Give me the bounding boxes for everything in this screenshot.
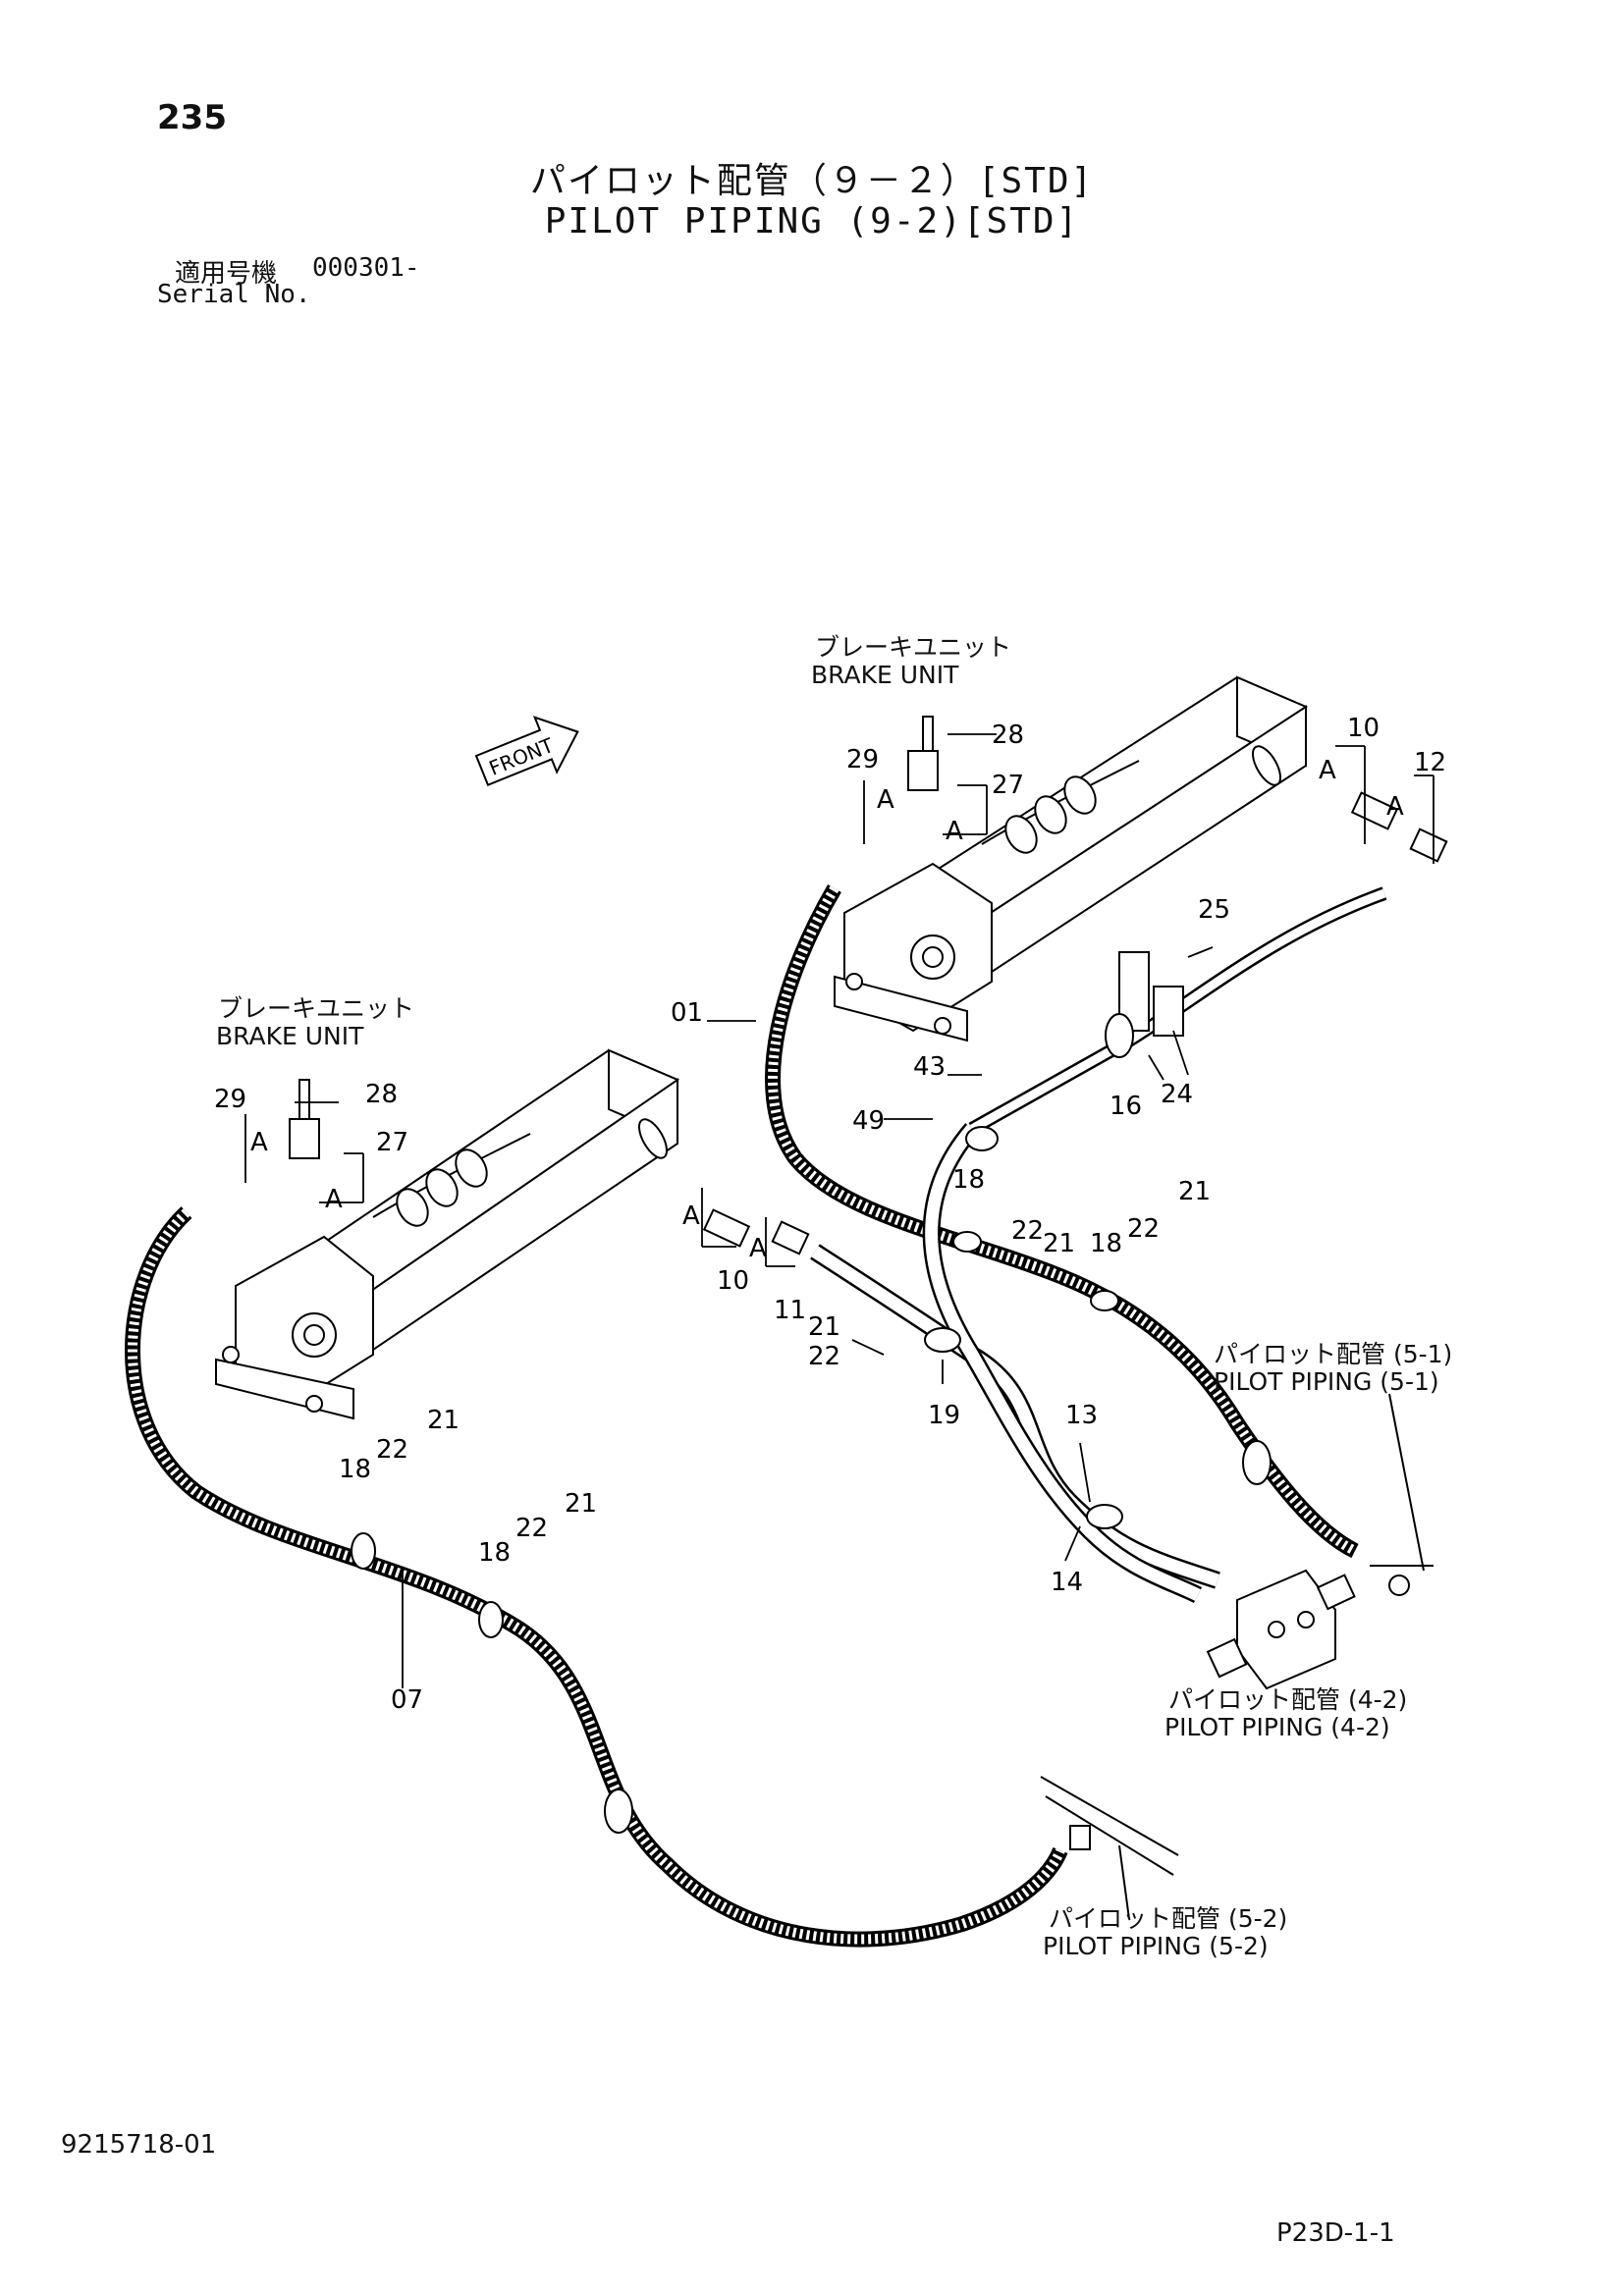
callout-29-upper: 29 (846, 745, 879, 774)
callout-12: 12 (1414, 748, 1446, 777)
ref-pilot-piping-4-2-en: PILOT PIPING (4-2) (1164, 1713, 1390, 1741)
callout-21-c: 21 (808, 1312, 840, 1342)
callout-29-lower: 29 (214, 1085, 246, 1114)
detail-a-2: A (946, 817, 963, 846)
detail-a-4: A (1386, 792, 1404, 822)
callout-10-lower: 10 (717, 1266, 749, 1296)
callout-18-b: 18 (1090, 1229, 1122, 1258)
callout-43: 43 (913, 1052, 946, 1082)
callout-18-c: 18 (339, 1455, 371, 1484)
detail-a-6: A (325, 1185, 343, 1214)
ref-pilot-piping-5-1-en: PILOT PIPING (5-1) (1214, 1367, 1439, 1396)
callout-27-upper: 27 (992, 771, 1024, 800)
callout-01: 01 (671, 998, 703, 1028)
callout-25: 25 (1198, 895, 1230, 925)
title-english: PILOT PIPING (9-2)[STD] (544, 201, 1080, 241)
callout-21-a: 21 (1043, 1229, 1075, 1258)
detail-a-7: A (682, 1201, 700, 1231)
callout-21-b: 21 (1178, 1177, 1211, 1206)
callout-22-e: 22 (515, 1514, 548, 1543)
callout-10-upper: 10 (1347, 714, 1380, 743)
leader-lines (244, 733, 1435, 1688)
ref-pilot-piping-5-2-jp: パイロット配管 (5-2) (1049, 1904, 1288, 1933)
callout-22-c: 22 (808, 1342, 840, 1371)
page-number: 235 (157, 98, 227, 137)
brake-unit-lower (215, 1048, 680, 1420)
front-arrow-icon: FRONT (474, 716, 579, 786)
brake-unit-upper-label-en: BRAKE UNIT (811, 661, 959, 689)
callout-28-upper: 28 (992, 721, 1024, 750)
brake-unit-upper-label-jp: ブレーキユニット (815, 633, 1012, 662)
callout-21-d: 21 (427, 1406, 460, 1435)
ref-pilot-piping-5-2-en: PILOT PIPING (5-2) (1043, 1932, 1269, 1960)
callout-18-d: 18 (478, 1538, 511, 1568)
brake-unit-lower-label-jp: ブレーキユニット (218, 994, 415, 1023)
callout-18-a: 18 (952, 1165, 985, 1195)
callout-07: 07 (391, 1685, 423, 1715)
serial-label-japanese: 適用号機 (175, 259, 278, 289)
callout-22-b: 22 (1127, 1214, 1160, 1244)
callout-27-lower: 27 (376, 1128, 408, 1157)
callout-13: 13 (1065, 1401, 1098, 1430)
ref-pilot-piping-5-1-jp: パイロット配管 (5-1) (1214, 1340, 1453, 1368)
page-code: P23D-1-1 (1276, 2218, 1395, 2248)
callout-22-d: 22 (376, 1435, 408, 1465)
reference-lines (1040, 1393, 1434, 1920)
callout-21-e: 21 (565, 1489, 597, 1519)
callout-24: 24 (1161, 1080, 1193, 1109)
valve-block (1206, 1569, 1356, 1690)
serial-label-english: Serial No. (157, 280, 311, 309)
callout-16: 16 (1110, 1092, 1142, 1121)
callout-19: 19 (928, 1401, 960, 1430)
drawing-number: 9215718-01 (61, 2130, 217, 2160)
fittings (289, 716, 1448, 1850)
callout-14: 14 (1051, 1568, 1083, 1597)
title-japanese: パイロット配管（９－２）[STD] (529, 161, 1095, 201)
ref-pilot-piping-4-2-jp: パイロット配管 (4-2) (1168, 1685, 1408, 1714)
detail-a-5: A (250, 1128, 268, 1157)
serial-value: 000301- (312, 253, 420, 283)
detail-a-8: A (749, 1234, 767, 1263)
detail-a-3: A (1319, 756, 1336, 785)
brake-unit-upper (834, 675, 1309, 1042)
brake-unit-lower-label-en: BRAKE UNIT (216, 1022, 364, 1050)
callout-49: 49 (852, 1106, 885, 1136)
callout-28-lower: 28 (365, 1080, 398, 1109)
callout-11: 11 (774, 1296, 806, 1325)
callout-22-a: 22 (1011, 1216, 1044, 1246)
detail-a-1: A (877, 785, 894, 815)
